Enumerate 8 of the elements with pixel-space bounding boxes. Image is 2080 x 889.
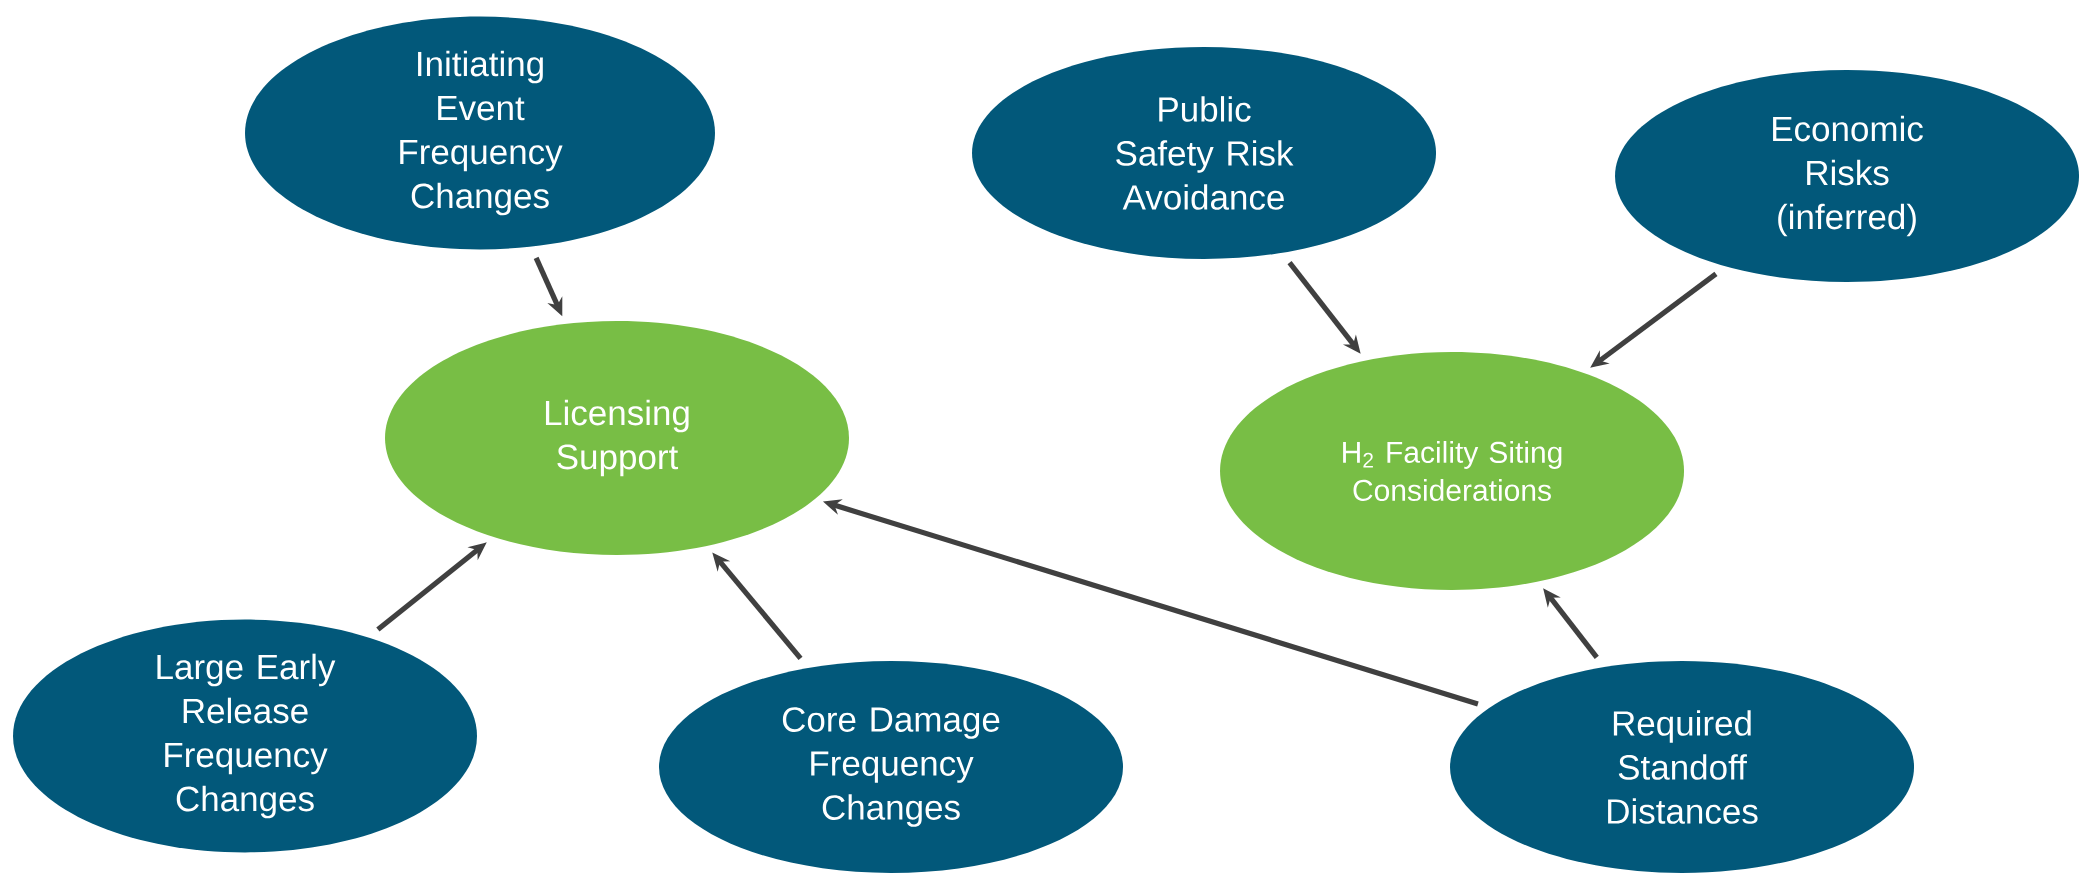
ellipse-node: Economic Risks (inferred) xyxy=(1615,70,2080,282)
ellipse-node: Public Safety Risk Avoidance xyxy=(972,47,1437,259)
ellipse-node: Initiating Event Frequency Changes xyxy=(245,16,715,250)
ellipse-node: Required Standoff Distances xyxy=(1450,661,1915,873)
ellipse-node: H$_{2}$ Facility Siting Considerations xyxy=(1220,352,1684,590)
ellipse-node: Licensing Support xyxy=(385,321,849,555)
ellipse-node: Core Damage Frequency Changes xyxy=(659,661,1123,873)
ellipse-node: Large Early Release Frequency Changes xyxy=(13,619,477,853)
